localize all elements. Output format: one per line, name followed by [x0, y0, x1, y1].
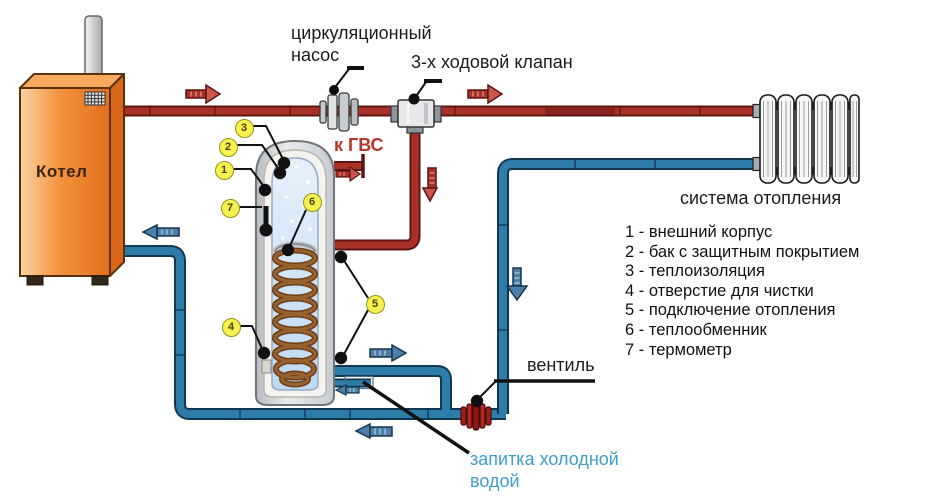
legend-item: 2 - бак с защитным покрытием: [625, 242, 860, 261]
cold-flow-left-icon: [141, 223, 180, 241]
heating-system-label: система отопления: [680, 188, 842, 208]
boiler-return-pipe: [121, 245, 506, 420]
pump-label-line1: циркуляционный: [291, 23, 432, 43]
boiler-grille: [84, 91, 106, 106]
cold-feed-label: запитка холодной водой: [470, 449, 619, 493]
pump-label: циркуляционный насос: [291, 23, 432, 67]
dhw-flow-right-icon: [335, 165, 362, 183]
callout-3-badge: 3: [234, 118, 254, 138]
cold-flow-right-icon: [369, 343, 408, 363]
dhw-label: к ГВС: [334, 135, 384, 155]
vent-valve-label: вентиль: [527, 355, 595, 375]
cold-flow-left-icon: [354, 422, 393, 440]
dhw-outlet-pipe: [334, 154, 365, 178]
legend-item: 4 - отверстие для чистки: [625, 281, 814, 300]
boiler-label: Котел: [36, 162, 88, 181]
legend-item: 7 - термометр: [625, 340, 732, 359]
three-way-valve-label: 3-х ходовой клапан: [411, 52, 573, 72]
chimney: [84, 15, 103, 79]
legend: 1 - внешний корпус 2 - бак с защитным по…: [625, 223, 859, 360]
radiator-return-pipe: [497, 158, 760, 414]
cold-flow-left-icon: [334, 384, 360, 396]
callout-2-badge: 2: [218, 137, 238, 157]
storage-tank: [255, 139, 335, 406]
callout-1-badge: 1: [214, 160, 234, 180]
callout-leader-lines: [233, 66, 595, 455]
hot-flow-right-icon: [185, 83, 222, 105]
callout-5-badge: 5: [365, 294, 385, 314]
three-way-valve: [390, 93, 442, 134]
legend-item: 1 - внешний корпус: [625, 223, 773, 241]
cold-flow-down-icon: [505, 267, 529, 302]
tank-heating-connection-pipe: [334, 365, 452, 410]
callout-7-badge: 7: [220, 198, 240, 218]
legend-item: 5 - подключение отопления: [625, 301, 836, 320]
cleaning-port: [261, 359, 272, 374]
boiler: [19, 15, 125, 286]
cold-feed-label-line1: запитка холодной: [470, 449, 619, 469]
legend-item: 6 - теплообменник: [625, 320, 767, 339]
callout-4-badge: 4: [221, 317, 241, 337]
cold-feed-label-line2: водой: [470, 470, 520, 491]
valve-to-coil-pipe: [334, 124, 421, 251]
heat-exchanger-coil: [272, 247, 318, 388]
callout-6-badge: 6: [302, 192, 322, 212]
pump-label-line2: насос: [291, 44, 340, 65]
circulation-pump: [319, 85, 359, 132]
hot-flow-right-icon: [467, 83, 504, 105]
hot-flow-down-icon: [421, 167, 439, 203]
heating-radiator: [752, 94, 860, 184]
vent-valve: [460, 401, 492, 431]
legend-item: 3 - теплоизоляция: [625, 262, 765, 281]
